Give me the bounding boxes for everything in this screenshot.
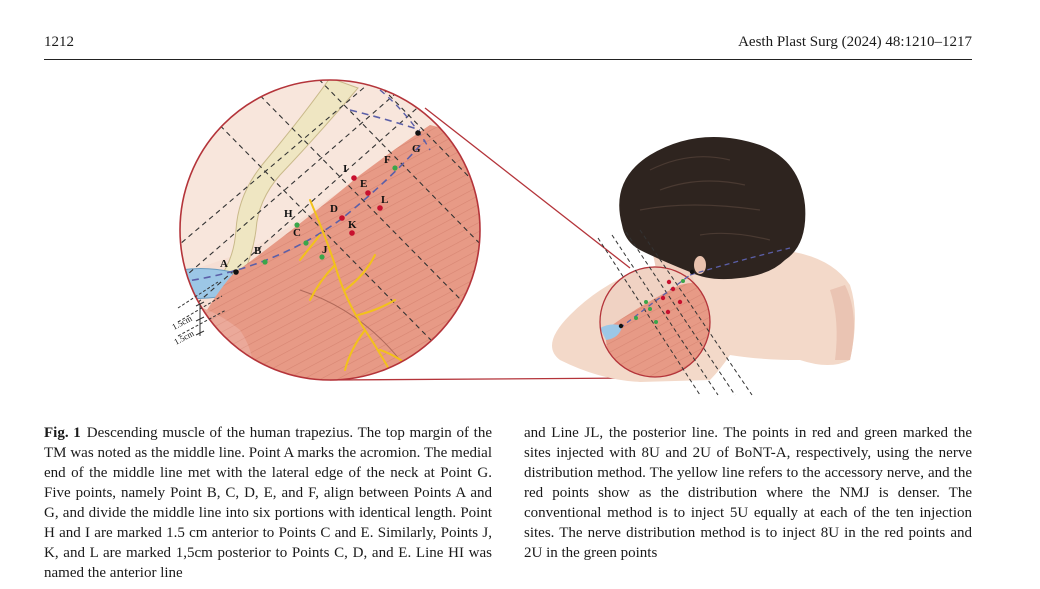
point-b (262, 259, 268, 265)
small-circle-outline (599, 266, 711, 378)
figure-caption-right: and Line JL, the posterior line. The poi… (524, 423, 972, 563)
zoom-connector-bottom (329, 377, 641, 381)
label-f: F (384, 154, 391, 166)
label-b: B (254, 245, 262, 257)
anterior-boundary (180, 139, 426, 283)
figure-label: Fig. 1 (44, 425, 81, 441)
label-l: L (381, 194, 388, 206)
point-i (351, 175, 357, 181)
point-l (377, 205, 383, 211)
caption-text-right: and Line JL, the posterior line. The poi… (524, 425, 972, 561)
label-k: K (348, 219, 357, 231)
point-a (233, 269, 239, 275)
point-j (319, 254, 325, 260)
point-f (392, 165, 398, 171)
point-g (415, 130, 421, 136)
label-h: H (284, 208, 293, 220)
label-j: J (322, 244, 328, 256)
page-number: 1212 (44, 34, 74, 50)
label-g: G (412, 143, 421, 155)
running-header: 1212 Aesth Plast Surg (2024) 48:1210–121… (44, 34, 972, 51)
neck-boundary (349, 109, 421, 131)
figure-1: A B C D E F G H I J K L 1.5cm 1.5cm (0, 60, 1040, 410)
label-a: A (220, 258, 228, 270)
label-i: I (343, 163, 347, 175)
label-c: C (293, 227, 301, 239)
zoom-circle-outline (179, 79, 481, 381)
point-d (339, 215, 345, 221)
measurement-annotation (177, 281, 227, 337)
point-h (294, 222, 300, 228)
journal-citation: Aesth Plast Surg (2024) 48:1210–1217 (738, 34, 972, 50)
caption-text-left: Descending muscle of the human trapezius… (44, 425, 492, 581)
small-injection-points (618, 269, 695, 329)
zoom-connector-top (424, 107, 631, 269)
label-d: D (330, 203, 338, 215)
point-e (365, 190, 371, 196)
header-rule (44, 59, 972, 60)
point-c (303, 240, 309, 246)
point-k (349, 230, 355, 236)
label-e: E (360, 178, 367, 190)
figure-illustration: A B C D E F G H I J K L 1.5cm 1.5cm (170, 79, 855, 396)
hair (619, 137, 806, 280)
injection-points (233, 130, 421, 275)
